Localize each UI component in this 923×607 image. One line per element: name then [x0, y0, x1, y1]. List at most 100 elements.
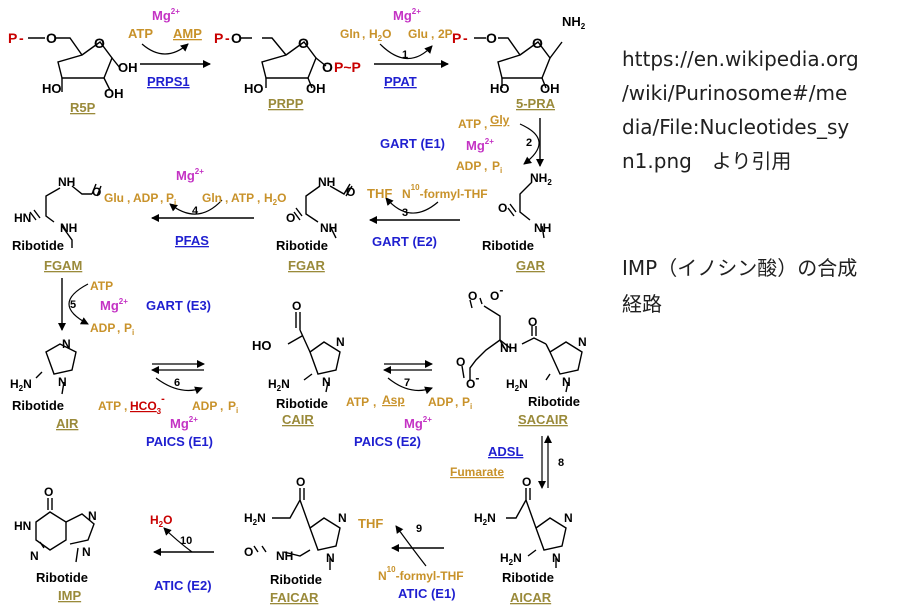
source-line: dia/File:Nucleotides_sy — [622, 115, 850, 139]
fumarate-8: Fumarate — [450, 465, 504, 479]
atp-7: ATP — [346, 395, 369, 409]
mg-1: Mg2+ — [393, 7, 421, 23]
pra-ho: HO — [490, 81, 510, 96]
comma-1a: , — [362, 27, 365, 41]
paics-e2-enzyme: PAICS (E2) — [354, 434, 421, 449]
ppi-1: 2Pi — [438, 27, 455, 43]
atp-5: ATP — [90, 279, 113, 293]
r5p-ring-o: O — [94, 35, 105, 51]
prpp-ring-o: O — [298, 35, 309, 51]
imp-n3: N — [82, 545, 91, 559]
comma-4a: , — [127, 191, 130, 205]
glu-4: Glu — [104, 191, 124, 205]
h2o-1: H2O — [369, 27, 391, 43]
gln-4: Gln — [202, 191, 222, 205]
comma-4d: , — [257, 191, 260, 205]
step-2-curve — [519, 123, 540, 165]
adp-5: ADP — [90, 321, 115, 335]
prpp-dash: - — [225, 30, 230, 46]
comma-2b: , — [484, 159, 487, 173]
gar-ribotide: Ribotide — [482, 238, 534, 253]
pra-label: 5-PRA — [516, 96, 556, 111]
cair-n2: N — [322, 375, 331, 389]
gart-e3-enzyme: GART (E3) — [146, 298, 211, 313]
hco3-6: HCO3- — [130, 393, 165, 416]
imp-n1: N — [88, 509, 97, 523]
imp-label: IMP — [58, 588, 81, 603]
pra-ring-o: O — [532, 35, 543, 51]
pi-5: Pi — [124, 321, 134, 337]
step-9-curve — [395, 525, 427, 567]
step-3-curve — [385, 197, 439, 214]
sacair-o-amide: O — [528, 315, 537, 329]
step-5-curve — [68, 283, 89, 325]
sacair-o-low: O — [456, 355, 465, 369]
source-line: /wiki/Purinosome#/me — [622, 81, 848, 105]
comma-6a: , — [124, 399, 127, 413]
comma-2a: , — [484, 117, 487, 131]
sacair-n1: N — [578, 335, 587, 349]
adp-2: ADP — [456, 159, 481, 173]
step-6-number: 6 — [174, 377, 180, 389]
step-10-curve — [163, 527, 193, 553]
gart-e1-enzyme: GART (E1) — [380, 136, 445, 151]
faicar-label: FAICAR — [270, 590, 319, 605]
step-10-number: 10 — [180, 535, 192, 547]
aicar-n1: N — [564, 511, 573, 525]
caption-line: 経路 — [622, 292, 662, 316]
fgam-nh: NH — [58, 175, 75, 189]
adp-4: ADP — [133, 191, 158, 205]
prpp-ho: HO — [244, 81, 264, 96]
faicar-nh: NH — [276, 549, 293, 563]
aicar-o: O — [522, 475, 531, 489]
pi-7: Pi — [462, 395, 472, 411]
air-n2: N — [58, 375, 67, 389]
prpp-label: PRPP — [268, 96, 304, 111]
cair-n1: N — [336, 335, 345, 349]
pra-phosphate: P — [452, 30, 461, 46]
source-line: https://en.wikipedia.org — [622, 47, 859, 71]
caption-title: IMP（イノシン酸）の合成 経路 — [622, 250, 918, 322]
step-4-number: 4 — [192, 205, 199, 217]
fgam-label: FGAM — [44, 258, 82, 273]
sacair-o-top: O — [468, 289, 477, 303]
step-2-number: 2 — [526, 137, 532, 149]
mg-5: Mg2+ — [100, 297, 128, 313]
step-1-number: 1 — [402, 49, 408, 61]
atic-e2-enzyme: ATIC (E2) — [154, 578, 212, 593]
aicar-label: AICAR — [510, 590, 552, 605]
sacair-o-minus-low: O- — [466, 371, 479, 391]
step-7-number: 7 — [404, 377, 410, 389]
pi-6: Pi — [228, 399, 238, 415]
air-n1: N — [62, 337, 71, 351]
comma-5: , — [117, 321, 120, 335]
pra-o: O — [486, 30, 497, 46]
n10-formyl-thf-3: N10-formyl-THF — [402, 183, 488, 201]
sacair-h2n: H2N — [506, 377, 528, 393]
h2o-4: H2O — [264, 191, 286, 207]
caption-line: IMP（イノシン酸）の合成 — [622, 256, 858, 280]
sacair-n2: N — [562, 375, 571, 389]
cair-label: CAIR — [282, 412, 314, 427]
source-line: n1.png より引用 — [622, 149, 792, 173]
pra-oh: OH — [540, 81, 560, 96]
adp-6: ADP — [192, 399, 217, 413]
step-7-curve — [387, 377, 433, 395]
fgam-hn: HN — [14, 211, 31, 225]
pra-nh2: NH2 — [562, 14, 586, 31]
fgam-structure — [29, 183, 102, 248]
h2o-10: H2O — [150, 513, 172, 529]
source-attribution: https://en.wikipedia.org /wiki/Purinosom… — [622, 42, 918, 178]
faicar-n1: N — [338, 511, 347, 525]
gar-structure — [507, 181, 545, 239]
gart-e2-enzyme: GART (E2) — [372, 234, 437, 249]
step-4-curve — [169, 199, 223, 215]
cair-o: O — [292, 299, 301, 313]
pfas-enzyme: PFAS — [175, 233, 209, 248]
fgam-nh2: NH — [60, 221, 77, 235]
comma-6b: , — [220, 399, 223, 413]
cair-structure — [287, 312, 341, 393]
prpp-o2: O — [322, 59, 333, 75]
pra-structure — [474, 37, 563, 89]
atp-2: ATP — [458, 117, 481, 131]
